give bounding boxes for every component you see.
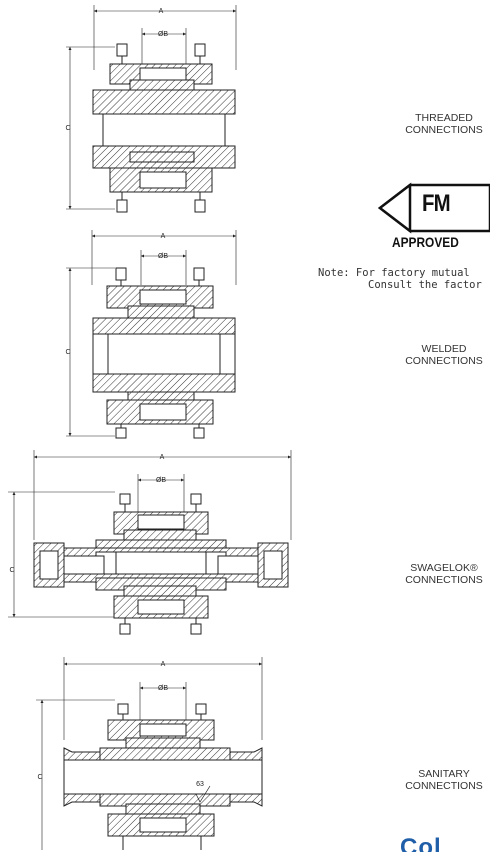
fm-approved-logo [377,182,490,234]
label-swagelok-line2: CONNECTIONS [405,574,483,586]
label-swagelok-line1: SWAGELOK® [410,562,478,574]
dim-c-threaded: C [65,125,70,132]
note-line2: Consult the factor [368,279,482,291]
dim-b-sanitary: ØB [158,685,168,692]
fm-mark: FM [422,190,451,217]
dim-b-welded: ØB [158,253,168,260]
dim-a-swagelok: A [160,454,165,461]
dim-c-sanitary: C [37,774,42,781]
dim-b-threaded: ØB [158,31,168,38]
dim-a-threaded: A [159,8,164,15]
label-sanitary-line2: CONNECTIONS [405,780,483,792]
label-welded-line1: WELDED [421,343,467,355]
dim-c-welded: C [65,349,70,356]
label-threaded-line1: THREADED [415,112,473,124]
label-sanitary-line1: SANITARY [418,768,470,780]
label-threaded: THREADED CONNECTIONS [398,112,490,136]
dim-b-swagelok: ØB [156,477,166,484]
threaded-assembly [66,5,237,213]
dim-a-sanitary: A [161,661,166,668]
dim-c-swagelok: C [9,567,14,574]
factory-mutual-note: Note: For factory mutual Consult the fac… [318,267,482,291]
surface-finish-label: 63 [196,781,204,788]
brand-heading: Col [400,835,442,852]
dim-a-welded: A [161,233,166,240]
fm-approved-text: APPROVED [392,234,459,250]
label-threaded-line2: CONNECTIONS [405,124,483,136]
label-welded-line2: CONNECTIONS [405,355,483,367]
label-sanitary: SANITARY CONNECTIONS [398,768,490,792]
sanitary-assembly [36,657,263,850]
label-swagelok: SWAGELOK® CONNECTIONS [398,562,490,586]
welded-assembly [66,230,237,439]
note-line1: Note: For factory mutual [318,267,470,279]
label-welded: WELDED CONNECTIONS [398,343,490,367]
swagelok-assembly [8,450,292,635]
